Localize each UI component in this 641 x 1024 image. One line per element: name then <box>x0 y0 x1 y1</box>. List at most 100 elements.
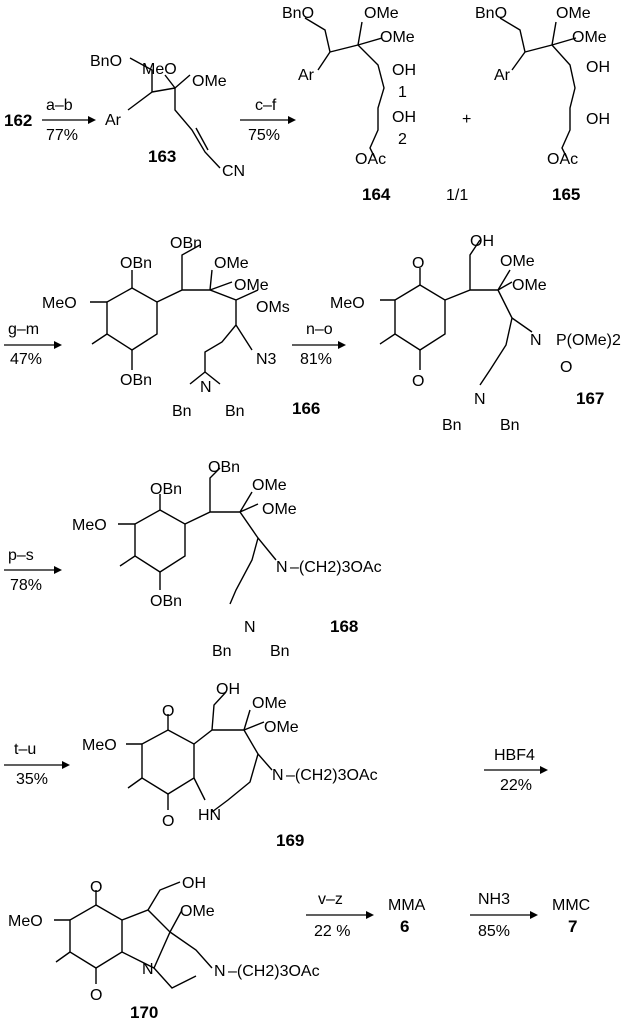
166-n3: N3 <box>256 351 277 368</box>
164-ome-2: OMe <box>380 29 415 46</box>
structure-169: O O MeO OH OMe OMe N –(CH2)3OAc HN 169 <box>82 681 378 850</box>
166-n: N <box>200 379 212 396</box>
168-bn-1: Bn <box>212 643 232 660</box>
167-aziridine-n: N <box>530 332 542 349</box>
step-3-reagents: g–m <box>8 321 39 338</box>
step-8-yield: 22 % <box>314 923 350 940</box>
compound-163: 163 <box>148 147 176 166</box>
step-6-reagents: t–u <box>14 741 36 758</box>
164-pos-2: 2 <box>398 131 407 148</box>
165-bno: BnO <box>475 5 507 22</box>
compound-7: 7 <box>568 917 577 936</box>
step-8-reagents: v–z <box>318 891 343 908</box>
168-obn-bottom: OBn <box>150 593 182 610</box>
167-ome-1: OMe <box>500 253 535 270</box>
167-phosphonate: P(OMe)2 <box>556 332 621 349</box>
compound-166: 166 <box>292 399 320 418</box>
arrow-step-2: c–f 75% <box>240 97 296 144</box>
166-bn-1: Bn <box>172 403 192 420</box>
163-meo: MeO <box>142 61 177 78</box>
166-ome-1: OMe <box>214 255 249 272</box>
164-ome-1: OMe <box>364 5 399 22</box>
row-3: p–s 78% OBn OBn MeO OMe OMe N –(CH2)3OAc… <box>4 459 382 660</box>
164-oh-1: OH <box>392 62 416 79</box>
169-meo: MeO <box>82 737 117 754</box>
structure-163: BnO MeO OMe Ar CN 163 <box>90 53 245 180</box>
row-5: O O MeO OH OMe N N –(CH2)3OAc 170 v–z 22… <box>8 875 590 1022</box>
structure-170: O O MeO OH OMe N N –(CH2)3OAc 170 <box>8 875 320 1022</box>
170-o-bottom: O <box>90 987 102 1004</box>
compound-170: 170 <box>130 1003 158 1022</box>
compound-168: 168 <box>330 617 358 636</box>
170-meo: MeO <box>8 913 43 930</box>
arrow-step-9: NH3 85% <box>470 891 538 940</box>
structure-168: OBn OBn MeO OMe OMe N –(CH2)3OAc OBn N B… <box>72 459 382 660</box>
169-aziridine-n: N <box>272 767 284 784</box>
169-ome-2: OMe <box>264 719 299 736</box>
structure-165: BnO OMe OMe Ar OH OH OAc 165 <box>475 5 610 204</box>
167-n: N <box>474 391 486 408</box>
163-bno: BnO <box>90 53 122 70</box>
step-2-reagents: c–f <box>255 97 277 114</box>
compound-167: 167 <box>576 389 604 408</box>
step-2-yield: 75% <box>248 127 280 144</box>
170-propyl-oac: –(CH2)3OAc <box>228 963 320 980</box>
170-o-top: O <box>90 879 102 896</box>
163-cn: CN <box>222 163 245 180</box>
structure-166: OBn OBn MeO OMe OMe OMs N3 OBn N Bn Bn 1… <box>42 235 320 420</box>
163-ome: OMe <box>192 73 227 90</box>
compound-165: 165 <box>552 185 580 204</box>
product-mmc: MMC <box>552 897 590 914</box>
arrow-step-4: n–o 81% <box>292 321 346 368</box>
164-bno: BnO <box>282 5 314 22</box>
166-obn-bottom: OBn <box>120 372 152 389</box>
compound-164: 164 <box>362 185 391 204</box>
166-bn-2: Bn <box>225 403 245 420</box>
164-pos-1: 1 <box>398 84 407 101</box>
165-ome-1: OMe <box>556 5 591 22</box>
structure-167: O O MeO OH OMe OMe N P(OMe)2 O N Bn Bn 1… <box>330 233 621 434</box>
compound-162: 162 <box>4 111 32 130</box>
step-6-yield: 35% <box>16 771 48 788</box>
step-7-yield: 22% <box>500 777 532 794</box>
compound-169: 169 <box>276 831 304 850</box>
165-ome-2: OMe <box>572 29 607 46</box>
row-1: 162 a–b 77% BnO MeO OMe Ar CN 163 c–f 75… <box>4 5 610 204</box>
168-aziridine-n: N <box>276 559 288 576</box>
step-5-yield: 78% <box>10 577 42 594</box>
row-4: t–u 35% O O MeO OH OMe OMe N –(CH2)3OAc … <box>4 681 548 850</box>
row-2: g–m 47% OBn OBn MeO OMe OMe OMs N3 OBn N… <box>4 233 621 434</box>
165-oh-2: OH <box>586 111 610 128</box>
step-4-reagents: n–o <box>306 321 333 338</box>
167-meo: MeO <box>330 295 365 312</box>
step-1-yield: 77% <box>46 127 78 144</box>
step-1-reagents: a–b <box>46 97 73 114</box>
step-9-yield: 85% <box>478 923 510 940</box>
165-oac: OAc <box>547 151 578 168</box>
168-propyl-oac: –(CH2)3OAc <box>290 559 382 576</box>
structure-164: BnO OMe OMe Ar OH 1 OH 2 OAc 164 <box>282 5 416 204</box>
169-propyl-oac: –(CH2)3OAc <box>286 767 378 784</box>
plus-sign: + <box>462 111 471 128</box>
step-7-reagents: HBF4 <box>494 747 535 764</box>
compound-6: 6 <box>400 917 409 936</box>
168-n: N <box>244 619 256 636</box>
170-ome: OMe <box>180 903 215 920</box>
167-bn-2: Bn <box>500 417 520 434</box>
164-oh-2: OH <box>392 109 416 126</box>
arrow-step-7: HBF4 22% <box>484 747 548 794</box>
163-ar: Ar <box>105 112 122 129</box>
step-3-yield: 47% <box>10 351 42 368</box>
170-n: N <box>142 961 154 978</box>
arrow-step-3: g–m 47% <box>4 321 62 368</box>
170-aziridine-n: N <box>214 963 226 980</box>
167-o-bottom: O <box>412 373 424 390</box>
168-ome-2: OMe <box>262 501 297 518</box>
arrow-step-8: v–z 22 % <box>306 891 374 940</box>
168-obn-top: OBn <box>208 459 240 476</box>
169-ome-1: OMe <box>252 695 287 712</box>
167-o-top: O <box>412 255 424 272</box>
167-ome-2: OMe <box>512 277 547 294</box>
product-mma: MMA <box>388 897 426 914</box>
